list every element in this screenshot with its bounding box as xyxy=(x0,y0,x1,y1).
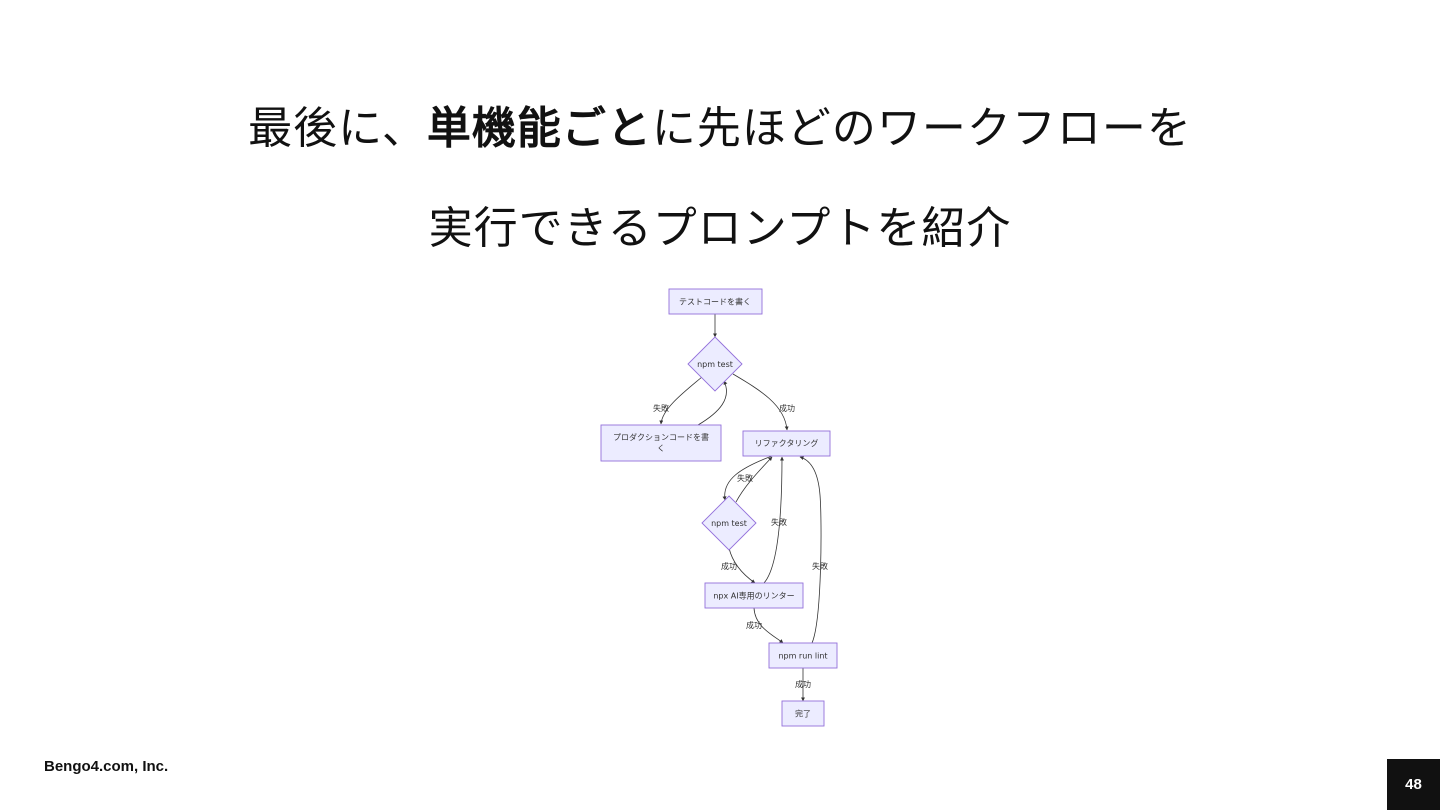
edge-label-lint-success: 成功 xyxy=(795,679,811,689)
title-line1-bold: 単機能ごと xyxy=(426,103,652,154)
node-ai-linter-label: npx AI専用のリンター xyxy=(713,591,794,601)
node-write-prod-label-line1: プロダクションコードを書 xyxy=(613,432,709,442)
slide-title-line-1: 最後に、単機能ごとに先ほどのワークフローを xyxy=(0,92,1440,156)
edge-test1-success-to-refactor xyxy=(732,373,789,431)
node-npm-test-1-label: npm test xyxy=(697,360,733,369)
edge-label-test2-success: 成功 xyxy=(721,561,737,571)
title-line1-pre: 最後に、 xyxy=(248,103,427,154)
node-write-test-label: テストコードを書く xyxy=(679,297,751,307)
page-number-badge: 48 xyxy=(1387,759,1440,810)
node-write-prod xyxy=(600,424,722,462)
node-done-label: 完了 xyxy=(795,709,811,719)
node-refactor xyxy=(742,430,831,457)
edge-label-linter-fail: 失敗 xyxy=(771,517,787,527)
edge-lint-fail-to-refactor xyxy=(799,456,822,644)
slide-title-line-2: 実行できるプロンプトを紹介 xyxy=(428,203,1012,254)
node-write-prod-label-line2: く xyxy=(657,444,665,453)
edge-label-refactor-fail: 失敗 xyxy=(737,473,753,483)
node-npm-lint-label: npm run lint xyxy=(778,652,827,661)
edge-refactor-to-test2 xyxy=(722,455,773,501)
node-ai-linter xyxy=(704,582,804,609)
edge-linter-fail-to-refactor xyxy=(763,456,784,584)
edge-label-linter-success: 成功 xyxy=(746,620,762,630)
node-npm-lint xyxy=(768,642,838,669)
edge-test2-fail-to-refactor xyxy=(735,456,773,503)
node-write-test xyxy=(668,288,763,315)
edge-label-test1-success: 成功 xyxy=(779,403,795,413)
node-npm-test-2 xyxy=(701,495,757,551)
node-done xyxy=(781,700,825,727)
node-npm-test-1 xyxy=(687,336,743,392)
page-number: 48 xyxy=(1405,776,1422,793)
node-npm-test-2-label: npm test xyxy=(711,519,747,528)
footer-company-name: Bengo4.com, Inc. xyxy=(44,758,169,775)
edge-label-lint-fail: 失敗 xyxy=(812,561,828,571)
title-line1-post: に先ほどのワークフローを xyxy=(651,103,1192,154)
edge-linter-success-to-lint xyxy=(753,607,784,644)
edge-prod-to-test1 xyxy=(697,380,728,426)
edge-test2-success-to-linter xyxy=(728,547,756,584)
node-refactor-label: リファクタリング xyxy=(755,438,819,448)
edge-label-test1-fail: 失敗 xyxy=(653,403,669,413)
edge-test1-fail-to-prod xyxy=(659,376,703,425)
